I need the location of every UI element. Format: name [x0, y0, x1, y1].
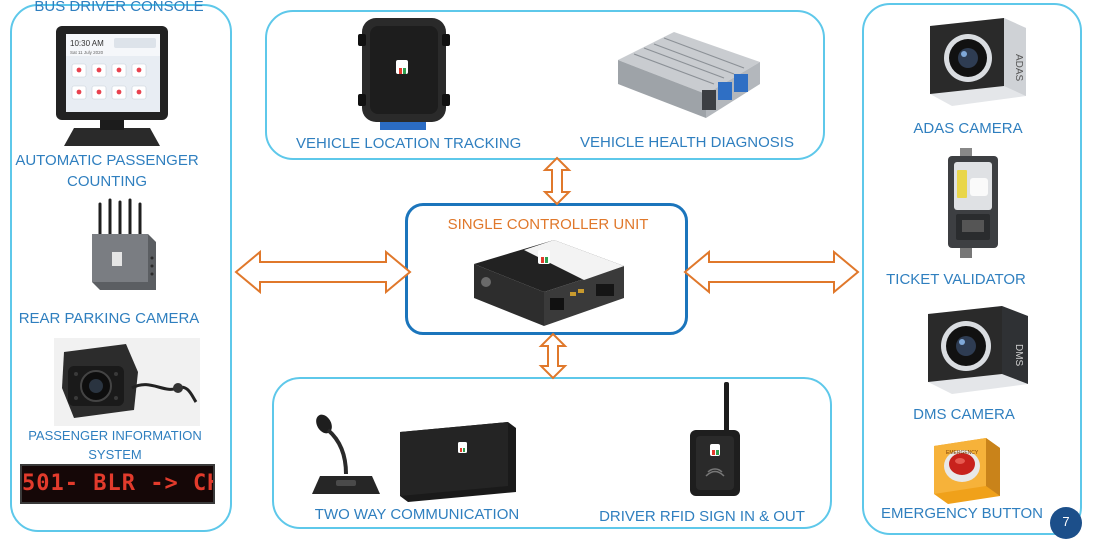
dms-camera-label: DMS CAMERA: [913, 406, 1015, 423]
emergency-plate-text: EMERGENCY: [946, 450, 979, 456]
right-arrow: [683, 249, 860, 295]
bus-driver-console-label: BUS DRIVER CONSOLE: [34, 0, 204, 15]
apc-label-line2: COUNTING: [67, 173, 147, 190]
dms-camera-device: DMS: [928, 306, 1028, 394]
diagnosis-ecu-device: [618, 32, 760, 118]
ticket-validator-label: TICKET VALIDATOR: [886, 271, 1026, 288]
top-arrow: [542, 156, 572, 206]
rfid-reader-device: [690, 382, 740, 496]
emergency-button-label: EMERGENCY BUTTON: [881, 505, 1043, 522]
gooseneck-microphone-device: [312, 414, 380, 494]
rear-parking-camera-label: REAR PARKING CAMERA: [18, 310, 200, 327]
pis-label-line1: PASSENGER INFORMATION: [28, 428, 202, 443]
single-controller-unit-label: SINGLE CONTROLLER UNIT: [447, 216, 649, 233]
driver-console-device: 10:30 AM Sat 11 July 2020: [56, 26, 168, 146]
ticket-validator-device: [948, 148, 998, 258]
slide-number-badge: 7: [1050, 507, 1082, 539]
adas-camera-device: ADAS: [930, 18, 1026, 106]
apc-sensor-device: [92, 198, 156, 290]
rear-camera-device: [54, 338, 200, 426]
tracking-device: [358, 18, 450, 130]
bottom-arrow: [538, 332, 568, 380]
led-destination-sign: 501- BLR -> CHENNAI: [20, 464, 215, 504]
apc-label-line1: AUTOMATIC PASSENGER: [15, 152, 199, 169]
two-way-communication-label: TWO WAY COMMUNICATION: [314, 506, 520, 523]
adas-camera-label: ADAS CAMERA: [913, 120, 1023, 137]
controller-unit-device: [474, 240, 624, 326]
pis-label-line2: SYSTEM: [88, 447, 142, 462]
driver-rfid-label: DRIVER RFID SIGN IN & OUT: [599, 508, 805, 525]
left-arrow: [234, 249, 412, 295]
vehicle-health-diagnosis-label: VEHICLE HEALTH DIAGNOSIS: [580, 134, 794, 151]
emergency-button-device: EMERGENCY: [934, 438, 1000, 504]
adas-brand-text: ADAS: [1013, 54, 1024, 82]
dms-brand-text: DMS: [1013, 344, 1024, 367]
console-date: Sat 11 July 2020: [70, 50, 104, 55]
console-time: 10:30 AM: [70, 39, 104, 48]
speaker-unit-device: [400, 422, 516, 502]
vehicle-location-tracking-label: VEHICLE LOCATION TRACKING: [296, 135, 522, 152]
